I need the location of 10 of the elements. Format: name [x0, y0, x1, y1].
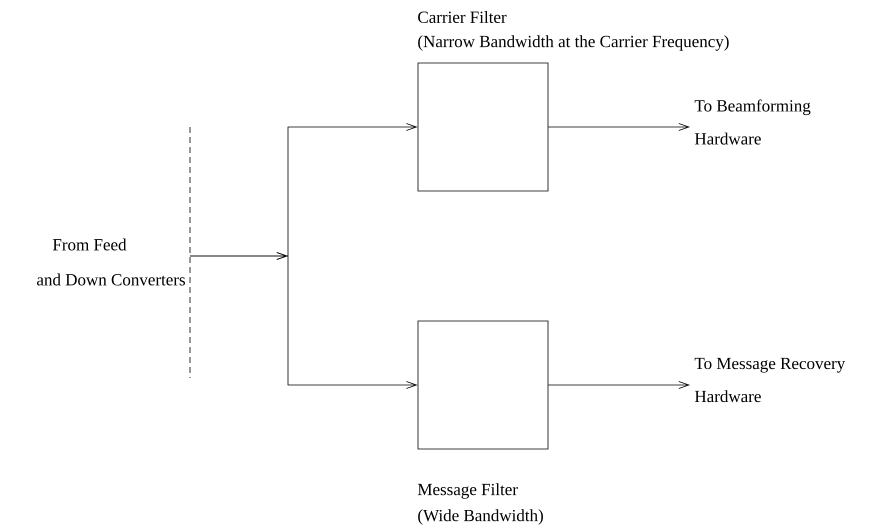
output-label: To Message Recovery Hardware [694, 358, 846, 402]
filter-caption: Carrier Filter [418, 11, 506, 23]
output-label: To Beamforming Hardware [694, 99, 810, 145]
filter-caption: (Wide Bandwidth) [418, 509, 543, 525]
source-label: From Feed and Down Converters [37, 238, 185, 286]
filter-caption: Message Filter [418, 483, 518, 499]
arrow [190, 252, 418, 389]
filter-caption: (Narrow Bandwidth at the Carrier Frequency) [418, 35, 729, 51]
arrow [548, 123, 690, 131]
arrow [548, 381, 690, 389]
